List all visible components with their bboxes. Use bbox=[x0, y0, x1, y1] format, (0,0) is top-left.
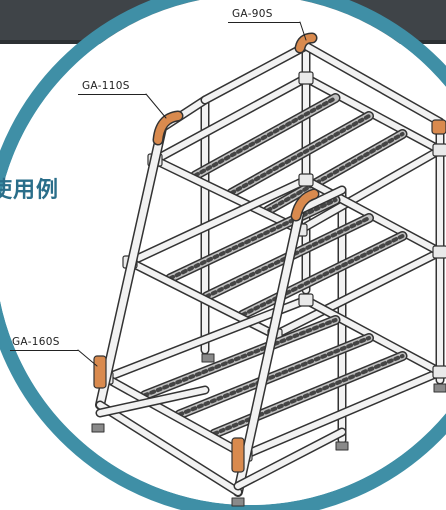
usage-example-title: 使用例 bbox=[0, 178, 60, 203]
callout-line-ga-160s bbox=[10, 350, 78, 351]
tier-1-roller-track-2-rollers bbox=[229, 114, 371, 195]
tier-3-back-right-joint bbox=[432, 365, 446, 379]
ga-90s-elbow-2 bbox=[292, 190, 318, 220]
tier-3-roller-track-1-rollers bbox=[142, 318, 338, 398]
tier-3-right-beam bbox=[242, 369, 443, 458]
tier-2-back-left-joint bbox=[298, 173, 314, 187]
tier-2-roller-track-3-rollers bbox=[240, 234, 405, 317]
tier-1-roller-track-1-rollers bbox=[193, 96, 338, 178]
tier-1-roller-track-3-rollers bbox=[265, 132, 405, 213]
foot-5 bbox=[433, 383, 446, 393]
top-rear-rail bbox=[303, 43, 443, 125]
bottom-right-rail bbox=[235, 429, 345, 489]
ga-90s-elbow bbox=[296, 34, 316, 52]
callout-line-ga-110s bbox=[78, 94, 146, 95]
leader-ga-90s bbox=[299, 21, 307, 41]
bottom-left-rail bbox=[97, 387, 208, 416]
front-left-post bbox=[96, 124, 166, 409]
back-right-elbow bbox=[431, 119, 446, 135]
tier-2-roller-track-1-rollers bbox=[168, 198, 338, 281]
callout-label-ga-160s: GA-160S bbox=[12, 336, 60, 348]
tier-1-back-left-joint bbox=[298, 71, 314, 85]
tier-1-left-beam bbox=[152, 75, 309, 163]
tier-3-roller-track-2-rollers bbox=[177, 336, 371, 417]
tier-2-left-beam bbox=[127, 177, 309, 265]
front-right-post bbox=[234, 206, 304, 496]
callout-line-ga-90s bbox=[228, 22, 300, 23]
leader-ga-160s bbox=[77, 349, 98, 367]
roller-rack-structure bbox=[77, 21, 446, 507]
tier-3-front-beam bbox=[103, 375, 248, 458]
tier-3-roller-track-3-rollers bbox=[212, 354, 405, 436]
foot-4 bbox=[335, 441, 349, 451]
top-right-rail bbox=[297, 187, 345, 213]
tier-1-front-beam bbox=[152, 157, 303, 233]
ga-160s-joint bbox=[93, 355, 107, 389]
ga-160s-joint-2 bbox=[231, 437, 245, 473]
callout-label-ga-110s: GA-110S bbox=[82, 80, 130, 92]
ga-110s-elbow bbox=[154, 112, 182, 144]
callout-label-ga-90s: GA-90S bbox=[232, 8, 273, 20]
foot-1 bbox=[91, 423, 105, 433]
leader-ga-110s bbox=[145, 93, 167, 119]
tier-2-right-beam bbox=[272, 249, 443, 338]
tier-1-back-right-joint bbox=[432, 143, 446, 157]
tier-3-back-left-joint bbox=[298, 293, 314, 307]
tier-2-back-right-joint bbox=[432, 245, 446, 259]
foot-3 bbox=[201, 353, 215, 363]
tier-1-right-beam bbox=[297, 147, 443, 233]
bottom-front-rail bbox=[97, 402, 241, 495]
top-back-left-rail bbox=[202, 43, 309, 103]
foot-2 bbox=[231, 497, 245, 507]
